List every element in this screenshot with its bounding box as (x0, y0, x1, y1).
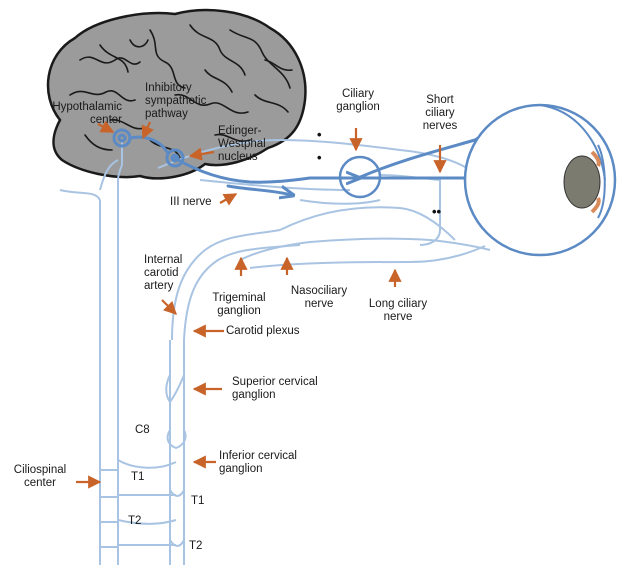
long-ciliary-route (250, 246, 485, 268)
label-superior-cervical-ganglion: Superior cervical ganglion (232, 376, 318, 402)
label-ciliary-ganglion: Ciliary ganglion (318, 88, 398, 114)
segment-t1-cord: T1 (131, 471, 144, 483)
label-short-ciliary-nerves: Short ciliary nerves (400, 94, 480, 133)
brainstem-left (60, 190, 100, 200)
label-hypothalamic-center: Hypothalamic center (4, 101, 122, 127)
eye (465, 105, 615, 255)
marker-dot-1: • (317, 127, 322, 142)
marker-double-dot: •• (432, 204, 441, 219)
internal-carotid-artery (172, 230, 280, 340)
label-long-ciliary-nerve: Long ciliary nerve (358, 298, 438, 324)
label-iii-nerve: III nerve (170, 196, 212, 209)
segment-t2-chain: T2 (189, 540, 202, 552)
label-edinger-westphal-nucleus: Edinger- Westphal nucleus (218, 125, 266, 164)
sympathetic-pathway (60, 140, 490, 565)
segment-t2-cord: T2 (128, 515, 141, 527)
label-ciliospinal-center: Ciliospinal center (4, 464, 76, 490)
label-inhibitory-sympathetic-pathway: Inhibitory sympathetic pathway (145, 82, 206, 121)
label-trigeminal-ganglion: Trigeminal ganglion (200, 292, 278, 318)
segment-t1-chain: T1 (191, 495, 204, 507)
marker-dot-2: • (317, 150, 322, 165)
lens (564, 156, 600, 208)
segment-c8: C8 (135, 424, 150, 436)
label-carotid-plexus: Carotid plexus (226, 325, 300, 338)
label-inferior-cervical-ganglion: Inferior cervical ganglion (219, 450, 297, 476)
label-internal-carotid-artery: Internal carotid artery (144, 254, 182, 293)
arrow-iii-nerve (220, 194, 236, 203)
label-nasociliary-nerve: Nasociliary nerve (278, 285, 360, 311)
